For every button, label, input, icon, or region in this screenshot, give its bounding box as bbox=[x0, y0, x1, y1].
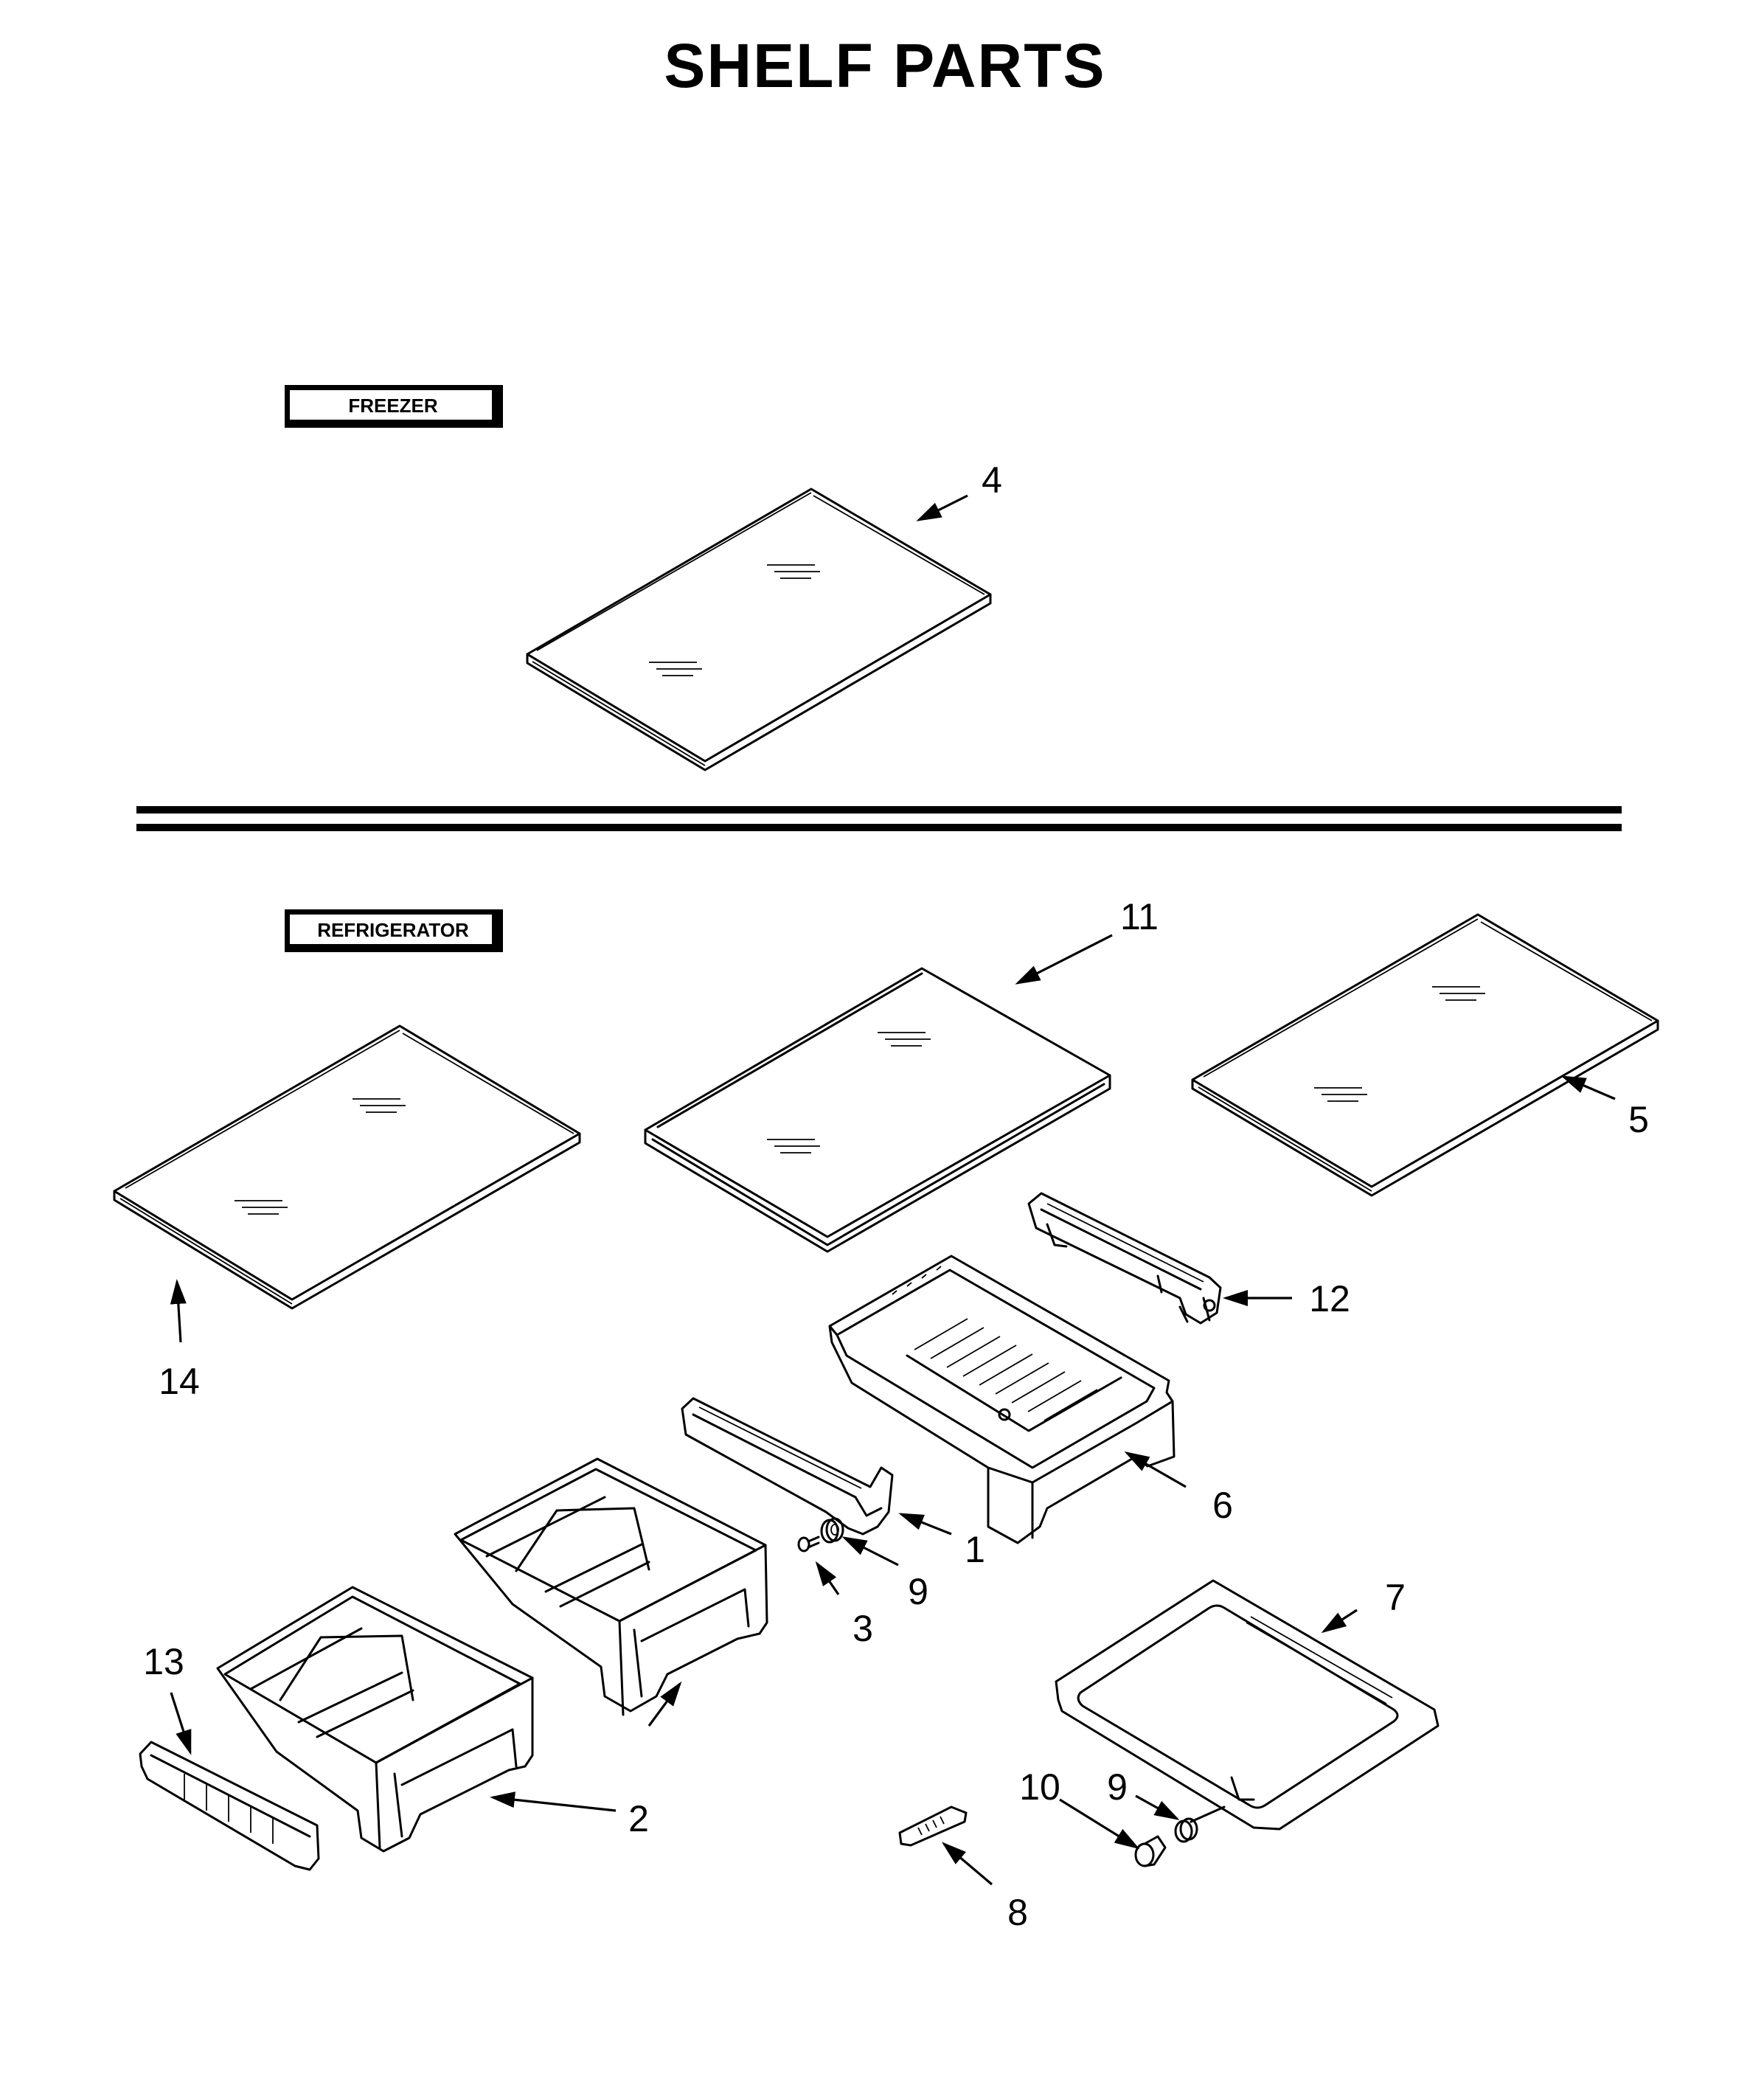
callout-4: 4 bbox=[982, 459, 1002, 501]
freezer-label: FREEZER bbox=[348, 395, 438, 417]
refrigerator-label-box: REFRIGERATOR bbox=[285, 909, 503, 952]
left-glass-shelf bbox=[113, 1024, 581, 1310]
callout-1: 1 bbox=[965, 1529, 985, 1570]
roller-assembly bbox=[1134, 1805, 1226, 1867]
page-title: SHELF PARTS bbox=[664, 31, 1105, 100]
left-slide-rail bbox=[681, 1397, 894, 1536]
callout-6: 6 bbox=[1212, 1485, 1233, 1526]
callout-14: 14 bbox=[159, 1361, 200, 1402]
callout-arrows bbox=[170, 494, 1616, 1886]
callout-3: 3 bbox=[853, 1608, 873, 1649]
right-glass-shelf bbox=[1191, 913, 1659, 1197]
callout-12: 12 bbox=[1309, 1278, 1350, 1319]
crisper-drawer-front bbox=[216, 1586, 534, 1853]
wheel-upper bbox=[820, 1517, 844, 1544]
freezer-label-box: FREEZER bbox=[285, 385, 503, 428]
callout-5: 5 bbox=[1628, 1099, 1649, 1140]
right-slide-rail bbox=[1027, 1192, 1222, 1325]
refrigerator-label: REFRIGERATOR bbox=[317, 919, 469, 941]
screw bbox=[797, 1536, 820, 1553]
callout-7: 7 bbox=[1385, 1577, 1406, 1618]
section-divider-bottom bbox=[136, 824, 1622, 831]
callout-13: 13 bbox=[143, 1641, 184, 1682]
crisper-cover-rail bbox=[139, 1741, 320, 1871]
center-glass-shelf bbox=[644, 967, 1111, 1253]
callout-8: 8 bbox=[1007, 1892, 1028, 1933]
callout-2: 2 bbox=[628, 1798, 649, 1839]
callout-11: 11 bbox=[1120, 896, 1159, 937]
vent-clip bbox=[898, 1805, 968, 1847]
crisper-drawer-back bbox=[454, 1457, 768, 1716]
callout-9-upper: 9 bbox=[908, 1571, 928, 1612]
callout-10: 10 bbox=[1019, 1766, 1060, 1808]
upper-crisper-drawer bbox=[828, 1255, 1176, 1544]
freezer-glass-shelf bbox=[526, 488, 992, 771]
callout-9-lower: 9 bbox=[1107, 1766, 1128, 1808]
section-divider-top bbox=[136, 806, 1622, 813]
crisper-cover bbox=[1055, 1579, 1440, 1831]
